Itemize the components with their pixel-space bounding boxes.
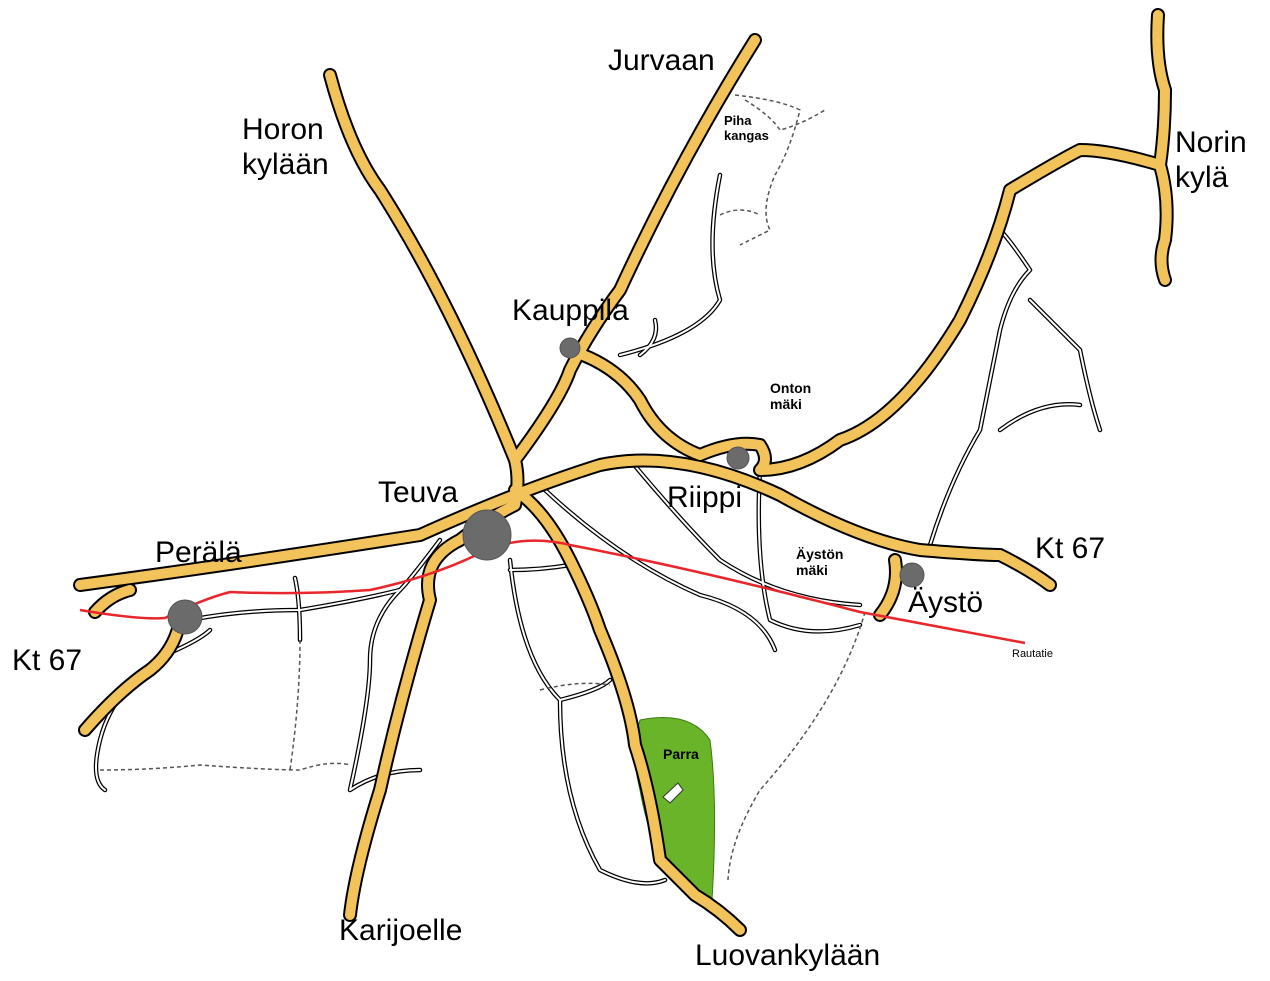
label-perala: Perälä <box>155 536 242 569</box>
label-jurvaan: Jurvaan <box>608 44 715 77</box>
village-markers <box>167 337 925 635</box>
label-teuva: Teuva <box>378 476 459 509</box>
aysto-marker <box>899 562 925 588</box>
label-norin-kyla: Norin kylä <box>1175 126 1247 194</box>
label-kt67-east: Kt 67 <box>1035 532 1106 565</box>
label-aysto: Äystö <box>908 586 984 619</box>
kauppila-marker <box>559 337 581 359</box>
label-ayston-maki: Äystön mäki <box>796 546 844 579</box>
label-karijoelle: Karijoelle <box>339 914 463 947</box>
riippi-marker <box>726 446 750 470</box>
dashed-tracks <box>99 94 866 881</box>
label-parra: Parra <box>663 746 699 762</box>
minor-roads <box>93 172 1103 886</box>
perala-marker <box>167 599 203 635</box>
label-riippi: Riippi <box>667 481 743 514</box>
teuva-centre-marker <box>462 509 512 561</box>
label-luovankylaan: Luovankylään <box>695 939 881 972</box>
label-rautatie: Rautatie <box>1012 648 1053 660</box>
label-kauppila: Kauppila <box>512 294 629 327</box>
label-piha-kangas: Piha kangas <box>724 113 769 143</box>
label-kt67-west: Kt 67 <box>12 644 83 677</box>
label-onton-maki: Onton mäki <box>770 380 812 413</box>
label-horon-kylaan: Horon kylään <box>242 113 329 181</box>
main-roads <box>73 8 1174 937</box>
